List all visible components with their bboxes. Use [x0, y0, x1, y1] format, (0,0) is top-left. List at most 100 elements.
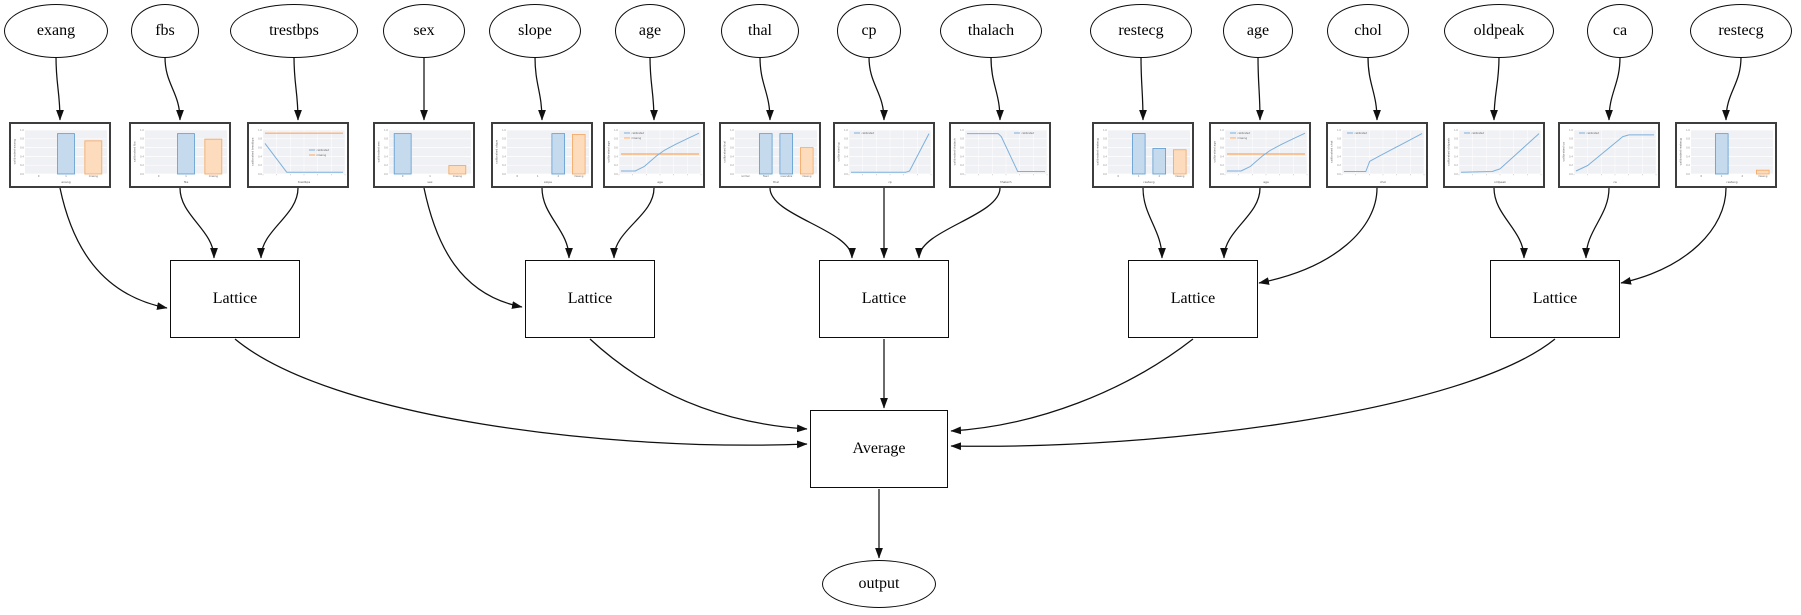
- svg-text:reversible: reversible: [780, 175, 792, 178]
- feature-node-chol: chol: [1327, 4, 1409, 58]
- svg-text:0.2: 0.2: [1103, 164, 1107, 167]
- edge-chart-thalach-to-lattice: [915, 187, 1001, 259]
- svg-text:0.8: 0.8: [730, 138, 734, 141]
- edge-lattice-5-to-average: [950, 338, 1556, 451]
- svg-text:missing: missing: [802, 175, 812, 178]
- svg-text:0.4: 0.4: [502, 155, 506, 158]
- svg-text:0.8: 0.8: [1569, 138, 1573, 141]
- svg-text:calibrated thalach: calibrated thalach: [953, 138, 957, 165]
- svg-text:0.6: 0.6: [502, 147, 506, 150]
- svg-text:0.0: 0.0: [1103, 173, 1107, 176]
- svg-text:2: 2: [557, 175, 559, 178]
- edge-chart-sex-to-lattice: [423, 187, 523, 309]
- svg-text:0.8: 0.8: [1686, 138, 1690, 141]
- edge-chol-to-chart: [1367, 56, 1381, 121]
- edge-thal-to-chart: [759, 56, 774, 121]
- edge-restecg-to-chart: [1722, 56, 1742, 121]
- svg-text:calibrated trestbps: calibrated trestbps: [251, 137, 255, 166]
- svg-text:cp: cp: [888, 180, 892, 184]
- svg-text:calibrated: calibrated: [862, 131, 875, 135]
- svg-text:0.8: 0.8: [614, 138, 618, 141]
- svg-text:missing: missing: [453, 175, 463, 178]
- svg-text:missing: missing: [89, 175, 99, 178]
- svg-text:0.6: 0.6: [1103, 147, 1107, 150]
- svg-text:age: age: [1263, 180, 1269, 184]
- svg-text:sex: sex: [427, 180, 432, 184]
- svg-text:0.0: 0.0: [140, 173, 144, 176]
- svg-text:0.8: 0.8: [1454, 138, 1458, 141]
- svg-text:calibrated age: calibrated age: [1213, 141, 1217, 163]
- svg-text:calibrated slope: calibrated slope: [495, 140, 499, 164]
- svg-text:1.0: 1.0: [730, 129, 734, 132]
- edge-chart-ca-to-lattice: [1582, 187, 1610, 259]
- svg-text:0: 0: [158, 175, 160, 178]
- svg-text:0.4: 0.4: [730, 155, 734, 158]
- svg-text:0.6: 0.6: [1686, 147, 1690, 150]
- feature-node-age: age: [615, 4, 685, 58]
- edge-chart-age-to-lattice: [610, 187, 655, 259]
- svg-text:0.8: 0.8: [384, 138, 388, 141]
- svg-text:0.2: 0.2: [258, 164, 262, 167]
- svg-text:calibrated restecg: calibrated restecg: [1679, 138, 1683, 165]
- svg-text:1.0: 1.0: [1220, 129, 1224, 132]
- svg-text:missing: missing: [317, 153, 327, 157]
- svg-text:0.4: 0.4: [1454, 155, 1458, 158]
- feature-node-slope: slope: [489, 4, 581, 58]
- svg-text:0.4: 0.4: [1103, 155, 1107, 158]
- svg-text:1.0: 1.0: [384, 129, 388, 132]
- svg-text:calibrated cp: calibrated cp: [837, 142, 841, 162]
- edge-trestbps-to-chart: [293, 56, 302, 121]
- svg-text:calibrated exang: calibrated exang: [13, 139, 17, 164]
- svg-text:restecg: restecg: [1143, 180, 1154, 184]
- svg-text:1.0: 1.0: [1454, 129, 1458, 132]
- lattice-node-5: Lattice: [1490, 260, 1620, 338]
- svg-text:0.8: 0.8: [20, 138, 24, 141]
- edge-ca-to-chart: [1605, 56, 1621, 121]
- edge-slope-to-chart: [534, 56, 546, 121]
- svg-text:0.0: 0.0: [1686, 173, 1690, 176]
- edge-chart-fbs-to-lattice: [179, 187, 218, 259]
- svg-text:calibrated fbs: calibrated fbs: [133, 141, 137, 162]
- svg-text:0.6: 0.6: [844, 147, 848, 150]
- svg-text:0.6: 0.6: [20, 147, 24, 150]
- svg-text:0.0: 0.0: [1337, 173, 1341, 176]
- feature-node-restecg: restecg: [1090, 4, 1192, 58]
- svg-text:restecg: restecg: [1726, 180, 1737, 184]
- svg-text:1.0: 1.0: [844, 129, 848, 132]
- svg-text:0.4: 0.4: [140, 155, 144, 158]
- feature-node-sex: sex: [383, 4, 465, 58]
- lattice-node-1: Lattice: [170, 260, 300, 338]
- svg-text:0.6: 0.6: [1337, 147, 1341, 150]
- svg-text:2: 2: [1158, 175, 1160, 178]
- svg-text:0.0: 0.0: [960, 173, 964, 176]
- svg-text:missing: missing: [574, 175, 584, 178]
- edge-thalach-to-chart: [990, 56, 1004, 121]
- svg-text:0.4: 0.4: [20, 155, 24, 158]
- svg-text:missing: missing: [1175, 175, 1185, 178]
- svg-text:0.2: 0.2: [614, 164, 618, 167]
- svg-text:0.2: 0.2: [844, 164, 848, 167]
- svg-text:0.6: 0.6: [1454, 147, 1458, 150]
- svg-text:trestbps: trestbps: [298, 180, 311, 184]
- edge-restecg-to-chart: [1139, 56, 1147, 121]
- svg-text:0.8: 0.8: [960, 138, 964, 141]
- svg-text:0.8: 0.8: [844, 138, 848, 141]
- feature-node-oldpeak: oldpeak: [1444, 4, 1554, 58]
- svg-text:1.0: 1.0: [1686, 129, 1690, 132]
- svg-text:0.2: 0.2: [960, 164, 964, 167]
- svg-text:0.8: 0.8: [1220, 138, 1224, 141]
- svg-text:0.0: 0.0: [20, 173, 24, 176]
- svg-text:0.6: 0.6: [730, 147, 734, 150]
